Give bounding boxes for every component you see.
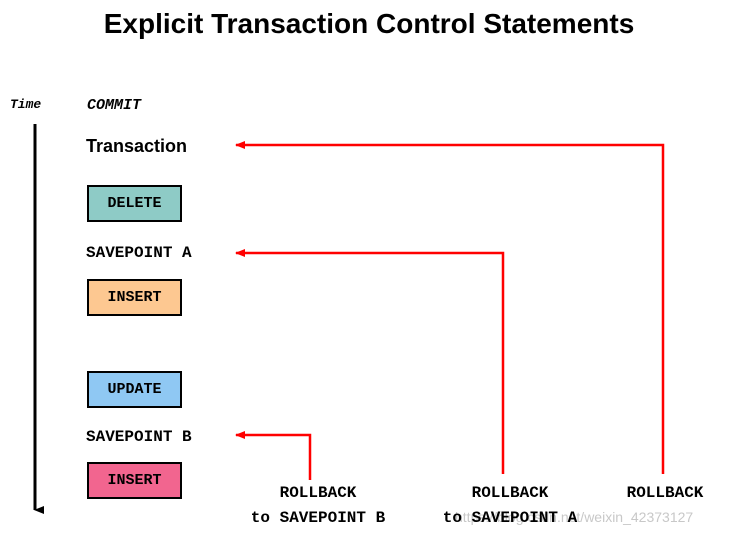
rollback-to-a-line2: to SAVEPOINT A (442, 509, 578, 527)
rollback-full-arrow (235, 141, 665, 474)
rollback-to-b-arrow (235, 431, 312, 480)
rollback-full-line1: ROLLBACK (626, 484, 704, 502)
rollback-to-a-line1: ROLLBACK (471, 484, 549, 502)
rollback-full-label: ROLLBACK (600, 481, 730, 506)
insert-box-2: INSERT (87, 462, 182, 499)
page-title: Explicit Transaction Control Statements (103, 8, 635, 39)
update-box: UPDATE (87, 371, 182, 408)
transaction-label: Transaction (86, 136, 188, 156)
rollback-to-b-label: ROLLBACK to SAVEPOINT B (228, 481, 408, 531)
time-label: Time (10, 97, 42, 112)
rollback-to-b-line2: to SAVEPOINT B (250, 509, 386, 527)
savepoint-a-label: SAVEPOINT A (86, 244, 192, 262)
rollback-to-a-label: ROLLBACK to SAVEPOINT A (420, 481, 600, 531)
watermark: https://blog.csdn.net/weixin_42373127 (455, 509, 694, 525)
savepoint-b-label: SAVEPOINT B (86, 428, 192, 446)
insert-box-1: INSERT (87, 279, 182, 316)
commit-label: COMMIT (87, 97, 142, 114)
rollback-to-a-arrow (235, 249, 505, 474)
delete-box: DELETE (87, 185, 182, 222)
rollback-to-b-line1: ROLLBACK (279, 484, 357, 502)
